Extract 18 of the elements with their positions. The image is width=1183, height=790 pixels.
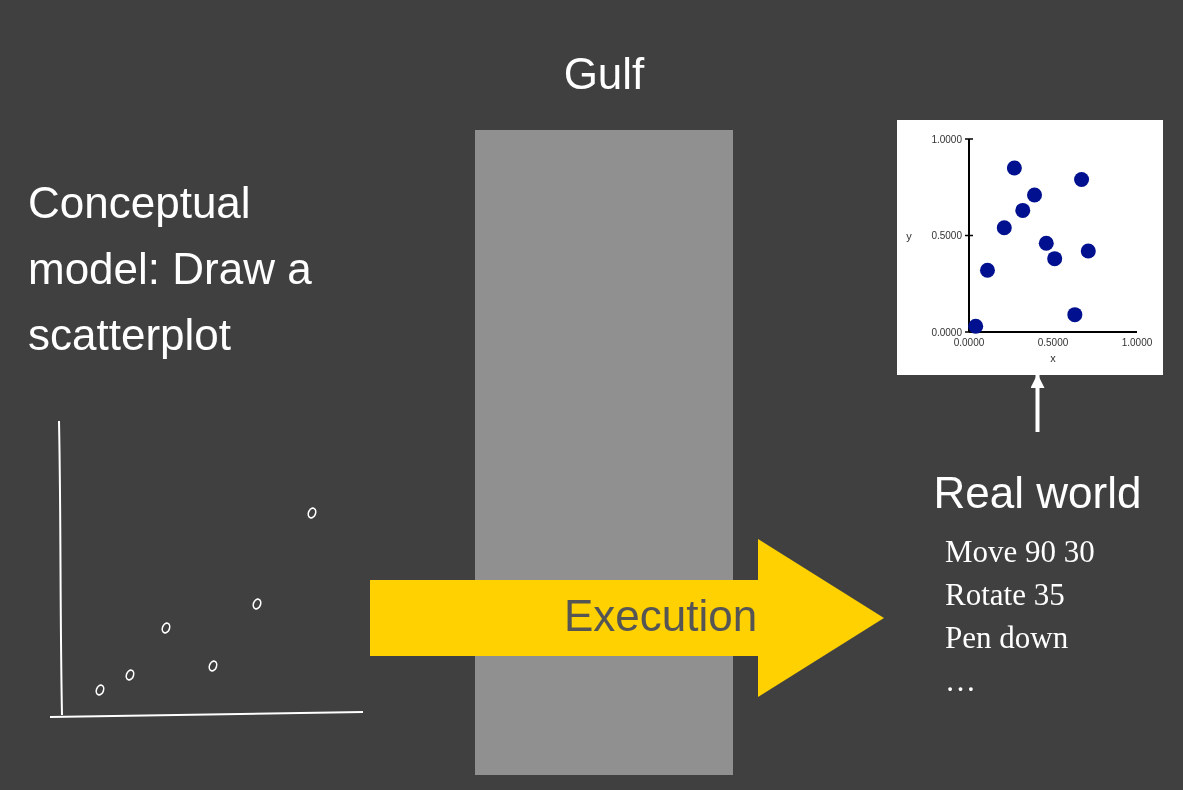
- axis-label: y: [906, 229, 912, 242]
- command-text: Pen down: [945, 619, 1070, 657]
- command-text: Rotate 35: [945, 576, 1066, 614]
- tick-label: 1.0000: [931, 133, 962, 145]
- tick-label: 1.0000: [1121, 337, 1153, 348]
- axis-label: x: [1050, 352, 1056, 364]
- label-text: Real world: [932, 467, 1143, 519]
- tick-label: 0.0000: [931, 326, 962, 338]
- edge-label: Execution: [562, 590, 759, 642]
- tick-label: 0.0000: [953, 337, 985, 348]
- tick-label: 0.5000: [931, 230, 962, 241]
- arrow: [1030, 374, 1045, 432]
- heading-text: Conceptual model: Draw a scatterplot: [28, 177, 313, 361]
- title-text: Gulf: [562, 48, 646, 100]
- block-arrow: [370, 539, 884, 697]
- command-text: …: [945, 662, 977, 700]
- tick-label: 0.5000: [1037, 337, 1069, 348]
- command-text: Move 90 30: [945, 533, 1096, 571]
